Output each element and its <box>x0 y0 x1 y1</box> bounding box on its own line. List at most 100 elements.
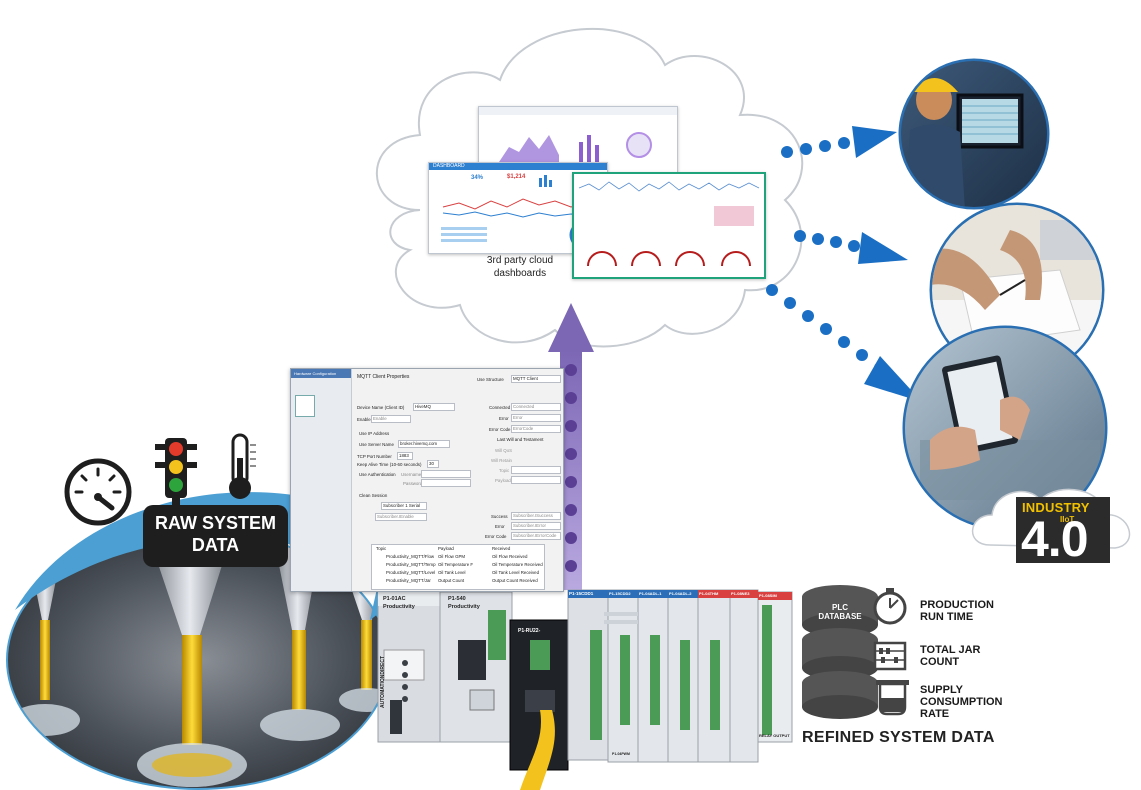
table-cell: Oil Tank Level <box>438 570 466 575</box>
table-header-topic: Topic <box>376 546 387 551</box>
thermometer-icon <box>229 433 256 499</box>
server-field[interactable]: broker.hivemq.com <box>398 440 450 448</box>
industry-subtitle: IIoT <box>1060 515 1075 524</box>
table-cell: Oil Temperature F <box>438 562 474 567</box>
structure-field[interactable]: MQTT Client <box>511 375 561 383</box>
industry-number: 4.0 <box>1021 511 1089 567</box>
config-sidebar: Hardware Configuration <box>291 369 352 591</box>
relay-output-label: RELAY OUTPUT <box>759 733 790 738</box>
table-cell: Productivity_MQTT/Level <box>386 570 436 575</box>
tcp-port-value: 1883 <box>399 453 409 458</box>
tcp-port-field[interactable]: 1883 <box>397 452 413 460</box>
use-server-label[interactable]: Use Server Name <box>359 442 394 447</box>
module-label: P1-08NE3 <box>731 591 750 596</box>
success-label: Success <box>491 514 508 519</box>
sub-error-code-field[interactable]: Subscriber.IErrorCode <box>511 532 561 540</box>
password-field[interactable] <box>421 479 471 487</box>
arrow-to-operator <box>781 126 897 158</box>
table-cell: Productivity_MQTT/Temp <box>386 562 436 567</box>
power-brand-label: Productivity <box>383 604 415 610</box>
will-retain-label: Will Retain <box>491 458 512 463</box>
maker-label: AUTOMATIONDIRECT <box>380 655 386 708</box>
structure-value: MQTT Client <box>513 376 538 381</box>
use-structure-label[interactable]: Use Structure <box>477 377 504 382</box>
industry-badge <box>1016 497 1110 563</box>
sub-error-field[interactable]: Subscriber.IError <box>511 522 561 530</box>
error-code-field[interactable]: ErrorCode <box>511 425 561 433</box>
table-cell: Oil Tank Level Received <box>492 570 540 575</box>
raw-data-label: RAW SYSTEM DATA <box>154 513 276 555</box>
username-label: Username <box>401 472 422 477</box>
sub-error-code-label: Error Code <box>485 534 507 539</box>
subscriber-tab[interactable]: Subscriber 1 Serial <box>381 502 427 510</box>
error-label: Error <box>499 416 509 421</box>
photo-operator <box>898 58 1050 210</box>
dashboard-title: DASHBOARD <box>433 163 465 169</box>
traffic-light-icon <box>155 438 197 506</box>
keep-alive-field[interactable]: 30 <box>427 460 439 468</box>
metric-total-jar-count: TOTAL JAR COUNT <box>920 644 981 668</box>
payload-field[interactable] <box>511 476 561 484</box>
success-field[interactable]: Subscriber.ISuccess <box>511 512 561 520</box>
gauges-chart <box>578 181 760 267</box>
arrow-to-manager <box>766 284 922 402</box>
kpi-percent: 34% <box>471 175 484 181</box>
industry-title: INDUSTRY <box>1022 500 1090 515</box>
enable-field[interactable]: Enable <box>371 415 411 423</box>
io-modules <box>567 589 793 763</box>
subscriber-enable-value: Subscriber.IEnable <box>377 514 414 519</box>
payload-label: Payload <box>495 478 511 483</box>
will-qos-label: Will QoS <box>495 448 513 453</box>
sub-error-label: Error <box>495 524 505 529</box>
abacus-icon <box>873 641 907 671</box>
subscriber-enable-field[interactable]: Subscriber.IEnable <box>375 513 427 521</box>
window-title: MQTT Client Properties <box>357 374 410 380</box>
beaker-icon <box>876 680 909 716</box>
dashboard-gauges <box>572 172 766 279</box>
keep-alive-value: 30 <box>429 461 434 466</box>
error-field[interactable]: Error <box>511 414 561 422</box>
metric-supply-consumption-rate: SUPPLY CONSUMPTION RATE <box>920 684 1003 720</box>
use-auth-label[interactable]: Use Authentication <box>359 472 396 477</box>
arrow-to-analyst <box>794 230 908 264</box>
topic-label: Topic <box>499 468 510 473</box>
connected-field[interactable]: Connected <box>511 403 561 411</box>
mqtt-device-icon[interactable] <box>295 395 315 417</box>
password-label: Password <box>403 481 423 486</box>
use-ip-label[interactable]: Use IP Address <box>359 431 390 436</box>
upload-arrow <box>548 303 594 590</box>
success-value: Subscriber.ISuccess <box>513 513 553 518</box>
metric-production-run-time: PRODUCTION RUN TIME <box>920 599 994 623</box>
module-label: P1-04ADL-1 <box>639 591 662 596</box>
analytics-chart <box>499 132 652 167</box>
dashboard-analytics <box>478 106 678 173</box>
small-cpu-label: P1-RU22- <box>518 628 541 634</box>
table-cell: Oil Flow GPM <box>438 554 466 559</box>
topic-field[interactable] <box>511 466 561 474</box>
plc-database-label: PLC DATABASE <box>818 603 862 621</box>
module-label: P1-04PWM <box>612 752 630 756</box>
plc-rack <box>377 589 793 790</box>
device-name-label: Device Name (Client ID) <box>357 405 405 410</box>
clean-session-label[interactable]: Clean Session <box>359 493 388 498</box>
app-title: Hardware Configuration <box>294 371 337 376</box>
mqtt-config-window: Hardware Configuration MQTT Client Prope… <box>290 368 564 592</box>
enable-value: Enable <box>373 416 387 421</box>
table-cell: Oil Flow Received <box>492 554 528 559</box>
cloud-caption: 3rd party cloud dashboards <box>486 255 554 279</box>
distribution-arrows <box>766 126 922 402</box>
error-code-label: Error Code <box>489 427 511 432</box>
last-will-label[interactable]: Last Will and Testament <box>497 437 544 442</box>
error-code-value: ErrorCode <box>513 426 534 431</box>
table-cell: Productivity_MQTT/Flow <box>386 554 435 559</box>
sub-error-code-value: Subscriber.IErrorCode <box>513 533 557 538</box>
subscriber-tab-label: Subscriber 1 Serial <box>383 503 421 508</box>
module-label: P1-04THM <box>699 591 719 596</box>
cpu-brand-label: Productivity <box>448 604 480 610</box>
table-cell: Oil Temperature Received <box>492 562 543 567</box>
device-name-field[interactable]: HiveMQ <box>413 403 455 411</box>
module-label: P1-04ADL-2 <box>669 591 692 596</box>
table-cell: Output Count Received <box>492 578 538 583</box>
username-field[interactable] <box>421 470 471 478</box>
stopwatch-icon <box>873 588 907 625</box>
